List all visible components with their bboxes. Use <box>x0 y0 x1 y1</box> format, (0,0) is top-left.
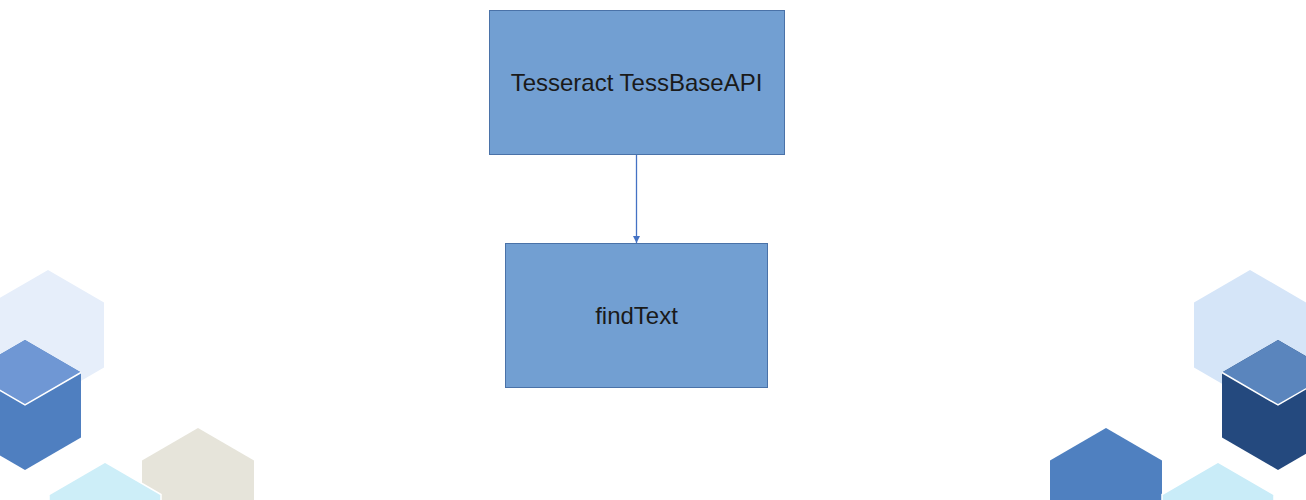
hexagon <box>49 462 161 500</box>
hexagon-face <box>0 340 81 405</box>
hexagon-edge <box>1222 373 1306 406</box>
hexagon-edge <box>0 373 81 406</box>
box-label: findText <box>585 301 688 331</box>
box-label: Tesseract TessBaseAPI <box>501 68 773 98</box>
process-box: Tesseract TessBaseAPI <box>489 10 785 155</box>
hexagon <box>1050 428 1162 500</box>
hexagon <box>142 428 254 500</box>
hexagon <box>1222 340 1306 470</box>
connector-arrow <box>636 155 637 243</box>
process-box: findText <box>505 243 768 388</box>
hexagon <box>0 340 81 470</box>
hexagon <box>1162 462 1274 500</box>
hexagon-face <box>1222 340 1306 405</box>
